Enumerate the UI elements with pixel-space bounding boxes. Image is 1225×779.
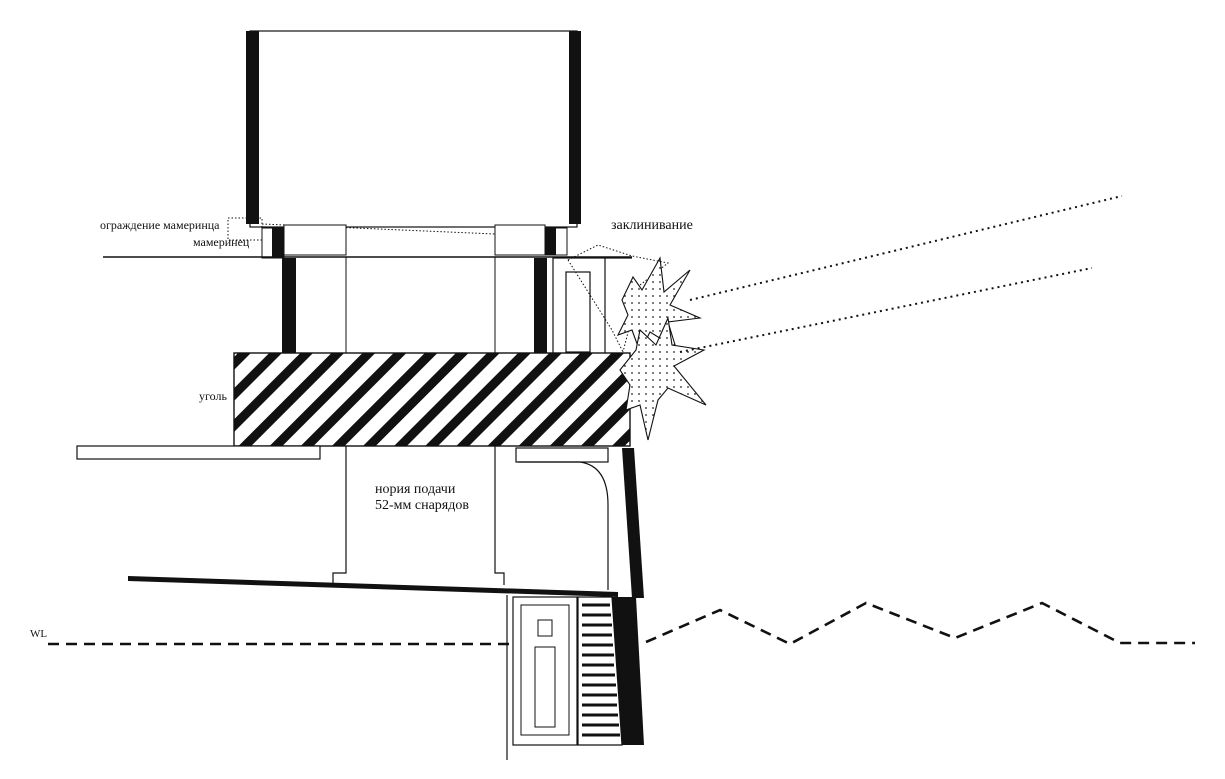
label-hoist-line1: нория подачи — [375, 482, 456, 497]
ammunition-hoist — [332, 446, 505, 585]
sea-waves — [645, 601, 1195, 646]
upper-side-compartment — [552, 257, 632, 355]
barbette-supports — [282, 257, 547, 354]
lower-hull — [506, 595, 578, 760]
mantlet-left — [261, 224, 347, 259]
label-hoist-line2: 52-мм снарядов — [375, 498, 469, 513]
coal-bunker — [233, 352, 631, 447]
turret-box — [246, 30, 581, 228]
label-waterline: WL — [30, 628, 48, 640]
shell-burst-lower — [619, 316, 707, 441]
side-armour-belt — [622, 448, 644, 598]
jamming-zone — [567, 244, 670, 353]
lower-deck-line — [128, 576, 618, 597]
shell-trajectories — [679, 195, 1123, 353]
label-mantlet-guard: ограждение мамеринца — [100, 218, 220, 232]
lower-deck-shelf — [76, 445, 321, 460]
lower-side-compartment — [515, 447, 609, 590]
label-mantlet: мамеринец — [193, 235, 250, 249]
lower-armour-ladder — [577, 596, 644, 746]
label-jamming: заклинивание — [611, 218, 693, 233]
label-coal: уголь — [199, 389, 227, 403]
shell-burst-upper — [616, 256, 703, 354]
mantlet-right — [494, 224, 568, 256]
